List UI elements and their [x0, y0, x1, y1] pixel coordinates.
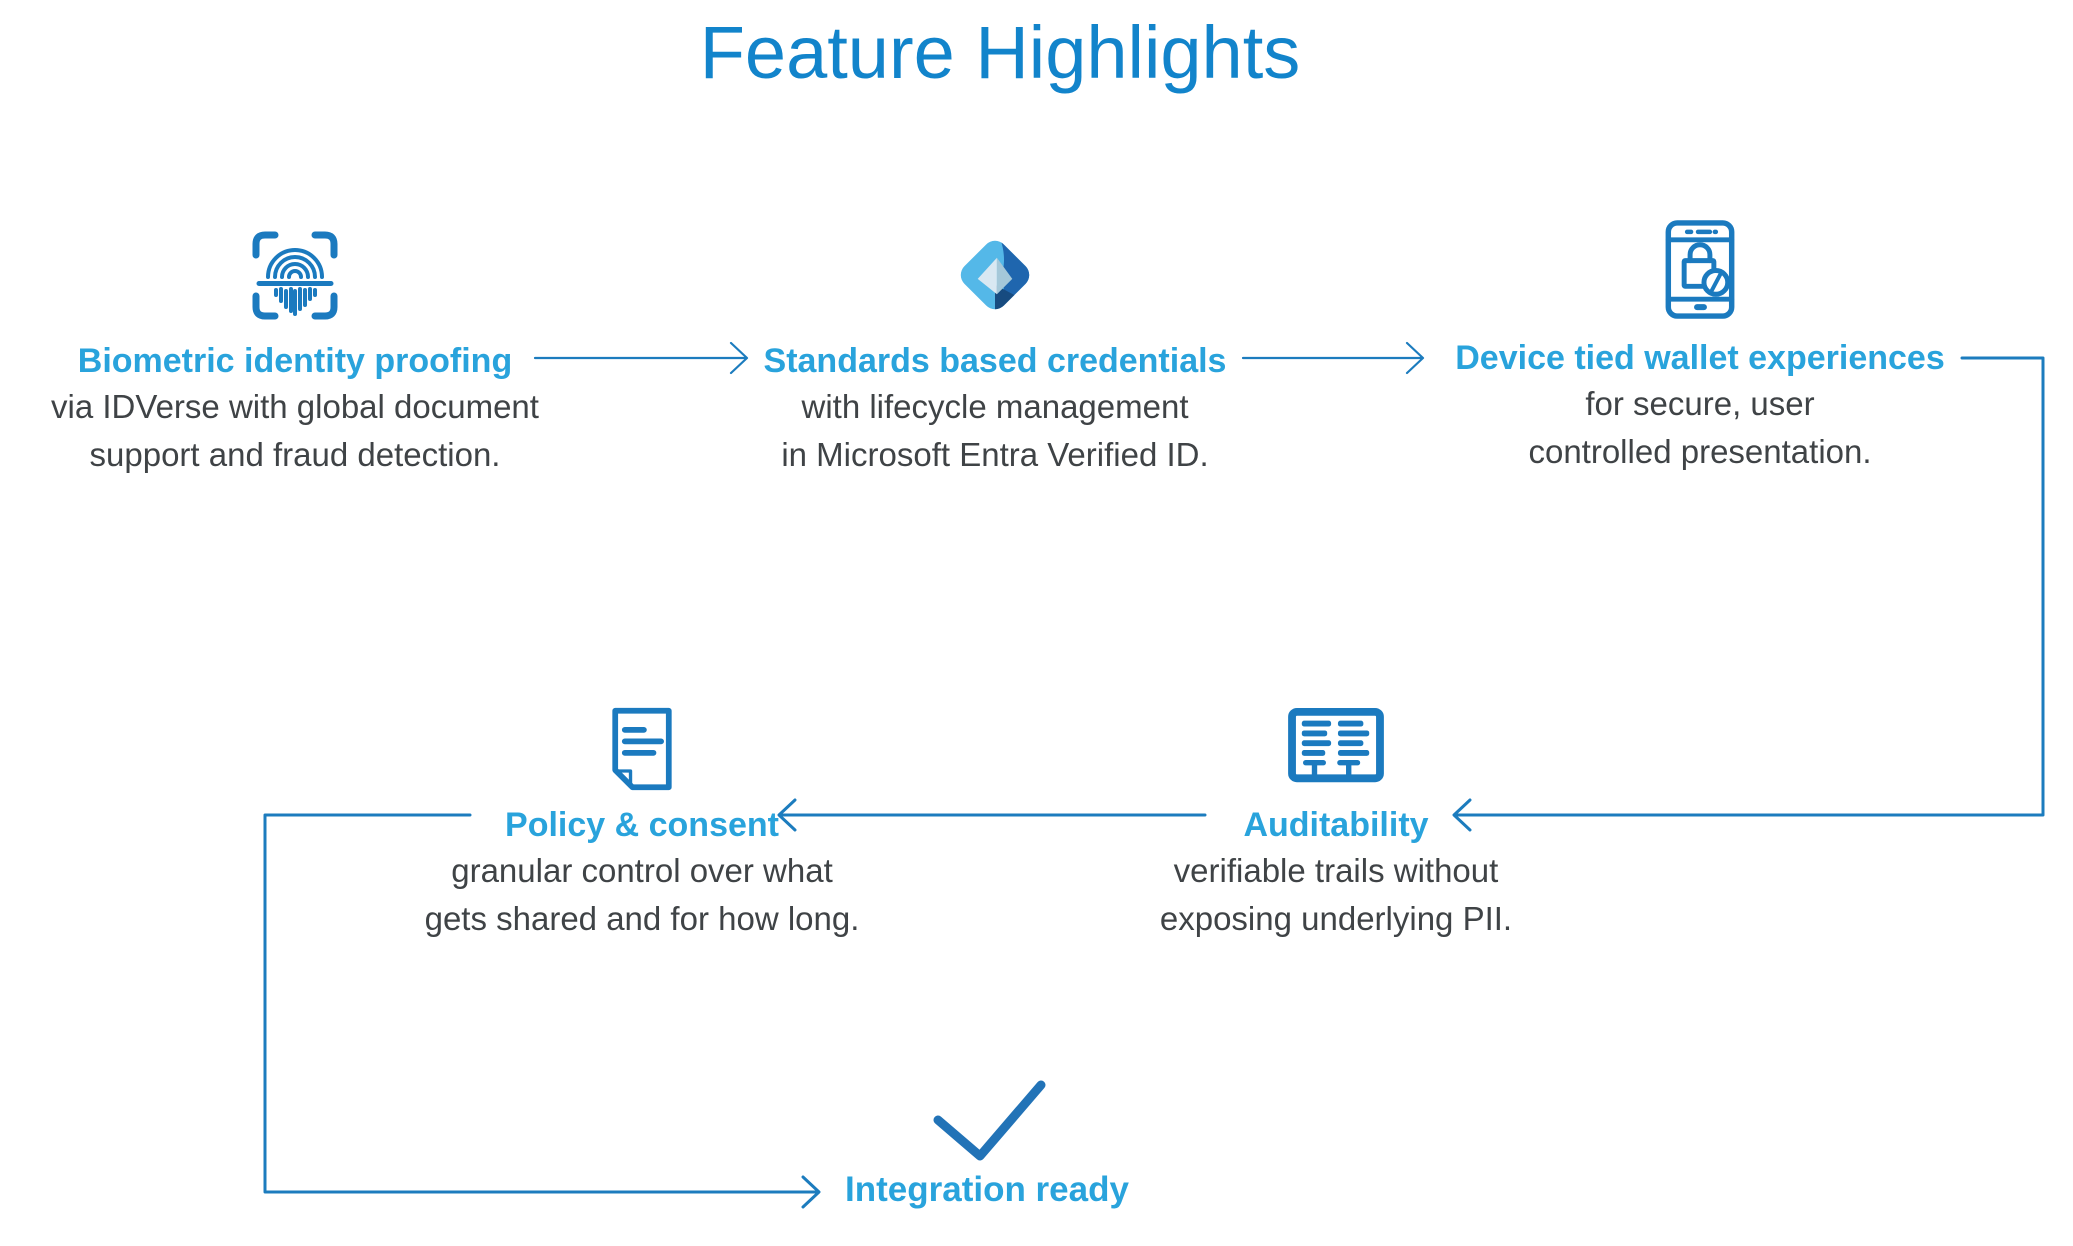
feature-body-line: gets shared and for how long.: [424, 900, 860, 937]
entra-verified-id-logo-icon: [705, 225, 1285, 323]
feature-heading: Biometric identity proofing: [77, 342, 513, 380]
fingerprint-scan-icon: [5, 225, 585, 323]
feature-body-line: controlled presentation.: [1528, 433, 1872, 470]
feature-heading: Standards based credentials: [763, 342, 1227, 380]
feature-standards-based-credentials: Standards based credentials with lifecyc…: [705, 225, 1285, 479]
feature-body-line: for secure, user: [1585, 385, 1815, 422]
feature-biometric-identity-proofing: Biometric identity proofing via IDVerse …: [5, 225, 585, 479]
feature-body-line: granular control over what: [451, 852, 833, 889]
feature-heading: Device tied wallet experiences: [1455, 339, 1945, 377]
integration-ready-heading: Integration ready: [845, 1170, 1129, 1209]
feature-heading: Auditability: [1243, 806, 1429, 844]
feature-body-line: with lifecycle management: [801, 388, 1189, 425]
checkmark-icon: [928, 1076, 1050, 1164]
phone-lock-icon: [1410, 220, 1990, 320]
page-title: Feature Highlights: [699, 11, 1301, 94]
feature-heading: Policy & consent: [505, 806, 779, 844]
document-note-icon: [352, 705, 932, 793]
feature-device-tied-wallet: Device tied wallet experiences for secur…: [1410, 220, 1990, 476]
feature-policy-consent: Policy & consent granular control over w…: [352, 705, 932, 943]
feature-body-line: support and fraud detection.: [89, 436, 501, 473]
feature-body-line: via IDVerse with global document: [51, 388, 539, 425]
feature-auditability: Auditability verifiable trails without e…: [1056, 705, 1616, 943]
feature-body-line: in Microsoft Entra Verified ID.: [781, 436, 1209, 473]
feature-body-line: exposing underlying PII.: [1159, 900, 1513, 937]
feature-body-line: verifiable trails without: [1173, 852, 1499, 889]
audit-board-icon: [1056, 705, 1616, 793]
